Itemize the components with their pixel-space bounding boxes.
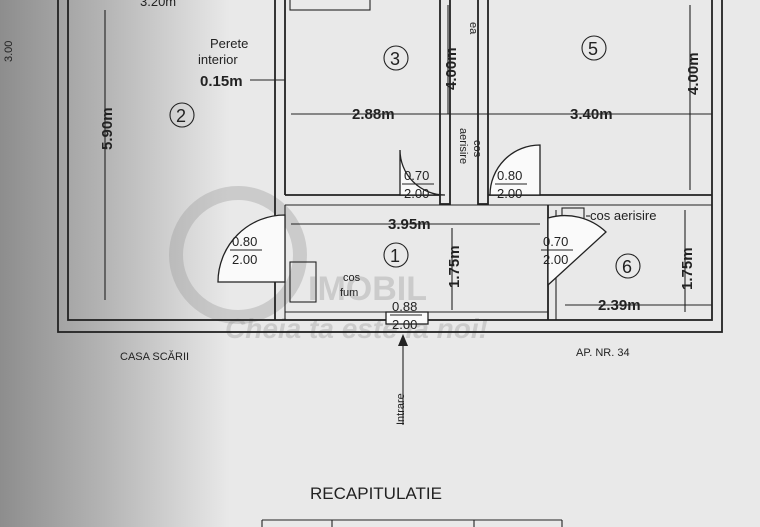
vent-horizontal-label: cos aerisire: [590, 208, 656, 223]
dim-395: 3.95m: [388, 216, 431, 233]
watermark-logo-ring: [169, 186, 307, 324]
dim-400-a: 4.00m: [443, 47, 460, 90]
stairwell-label: CASA SCĂRII: [120, 350, 189, 363]
door-mid-height: 2.00: [404, 186, 429, 201]
door-entry-width: 0.88: [392, 299, 417, 314]
wall-note-line1: Perete: [210, 36, 248, 51]
smoke-shaft-box: [289, 261, 317, 303]
shaft-wall-right: [477, 0, 489, 205]
smoke-shaft-label-1: cos: [343, 272, 361, 284]
side-label: 3.00: [3, 41, 15, 62]
door-right-swing: [489, 144, 541, 196]
recap-heading: RECAPITULATIE: [310, 484, 442, 503]
room-2-marker: [169, 102, 195, 128]
dim-590: 5.90m: [99, 107, 116, 150]
top-fixture: [289, 0, 371, 11]
wall-note-line2: interior: [198, 52, 238, 67]
room-3-label: 3: [390, 49, 400, 69]
door-left-height: 2.00: [232, 252, 257, 267]
dim-175-b: 1.75m: [679, 247, 696, 290]
watermark-slogan: Cheia ta este la noi!: [225, 313, 488, 344]
dim-175-a: 1.75m: [446, 245, 463, 288]
door-right-height: 2.00: [497, 186, 522, 201]
outer-wall-outer-line: [57, 0, 723, 333]
entry-arrow-head: [398, 334, 408, 346]
vent-shaft-label-2: aerisire: [457, 128, 469, 164]
shaft-top-label: ea: [467, 22, 479, 35]
door-bath-width: 0.70: [543, 234, 568, 249]
room-2-label: 2: [176, 106, 186, 126]
door-right-width: 0.80: [497, 168, 522, 183]
dim-340: 3.40m: [570, 106, 613, 123]
dim-400-b: 4.00m: [685, 52, 702, 95]
dim-288: 2.88m: [352, 106, 395, 123]
watermark-brand: IMOBIL: [308, 270, 427, 308]
top-partial-dimension: 3.20m: [140, 0, 176, 9]
room-5-marker: [581, 35, 607, 61]
room-1-marker: [383, 242, 409, 268]
door-left-width: 0.80: [232, 234, 257, 249]
vent-shaft-label-1: cos: [471, 140, 483, 158]
dim-239: 2.39m: [598, 297, 641, 314]
shaft-wall-left: [439, 0, 451, 205]
door-entry-height: 2.00: [392, 317, 417, 332]
recap-table-top: [261, 519, 563, 527]
room-6-label: 6: [622, 257, 632, 277]
smoke-shaft-label-2: fum: [340, 287, 358, 299]
apartment-number: AP. NR. 34: [576, 347, 630, 359]
wall-note-value: 0.15m: [200, 73, 243, 90]
entry-label: Intrare: [395, 393, 407, 425]
room-6-marker: [615, 253, 641, 279]
dimension-lines: [104, 5, 712, 425]
door-mid-width: 0.70: [404, 168, 429, 183]
room-1-label: 1: [390, 246, 400, 266]
door-bath-height: 2.00: [543, 252, 568, 267]
door-left-swing: [217, 214, 286, 283]
room-3-marker: [383, 45, 409, 71]
room-5-label: 5: [588, 39, 598, 59]
door-bath-swing: [547, 214, 607, 287]
watermark: IMOBIL Cheia ta este la noi!: [169, 186, 488, 344]
